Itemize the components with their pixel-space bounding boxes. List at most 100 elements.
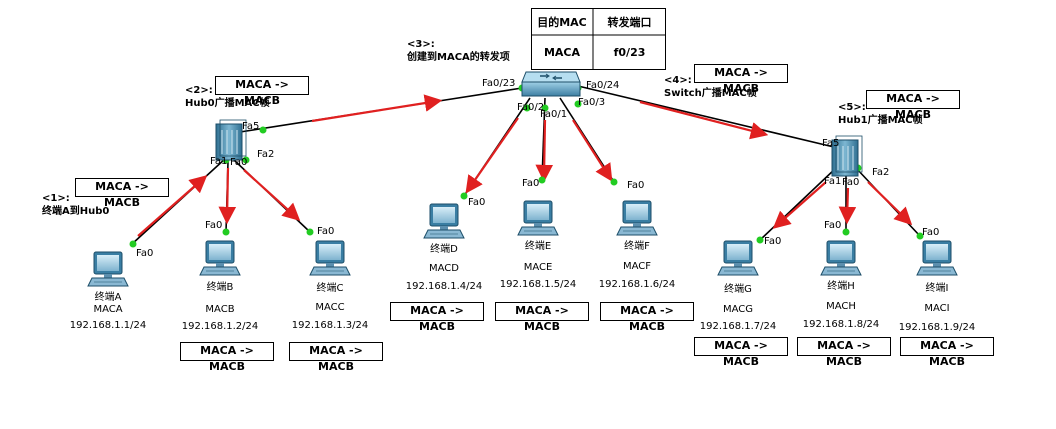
frame-label: MACA -> MACB: [515, 304, 569, 333]
terminal-h-name: 终端H: [827, 279, 855, 292]
arrow-hub1-to-i: [867, 181, 913, 226]
terminal-a-name: 终端A: [95, 290, 122, 303]
switch-port-fa0-24: Fa0/24: [586, 80, 619, 91]
terminal-i-name: 终端I: [926, 281, 949, 294]
switch-port-fa0-1: Fa0/1: [540, 109, 567, 120]
hub1-port-fa5: Fa5: [822, 138, 839, 149]
terminal-b[interactable]: [199, 240, 241, 276]
terminal-f-name: 终端F: [624, 239, 650, 252]
terminal-d-name: 终端D: [430, 242, 458, 255]
terminal-c-mac: MACC: [315, 302, 344, 313]
arrow-switch-to-e: [535, 119, 554, 183]
terminal-c-name: 终端C: [317, 281, 344, 294]
frame-label: MACA -> MACB: [714, 339, 768, 368]
frame-label: MACA -> MACB: [620, 304, 674, 333]
terminal-a[interactable]: [87, 251, 129, 287]
frame-box-i: MACA -> MACB: [900, 337, 994, 368]
hub0-port-fa0: Fa0: [230, 157, 247, 168]
step-4-title: <4>:: [664, 75, 692, 86]
terminal-f-ip: 192.168.1.6/24: [599, 279, 676, 290]
link-hub1-termG: [759, 167, 837, 241]
terminal-e-ip: 192.168.1.5/24: [500, 279, 577, 290]
terminal-h-port: Fa0: [824, 220, 841, 231]
step-2-desc: Hub0广播MAC帧: [185, 98, 270, 109]
arrow-hub1-to-h: [838, 187, 857, 225]
arrow-a-to-hub0: [137, 175, 208, 237]
frame-box-step1: MACA -> MACB: [75, 178, 169, 209]
hub0-device[interactable]: [215, 119, 247, 161]
terminal-f[interactable]: [616, 200, 658, 236]
step-3-title: <3>:: [407, 39, 435, 50]
frame-box-f: MACA -> MACB: [600, 302, 694, 333]
frame-label: MACA -> MACB: [817, 339, 871, 368]
terminal-g-port: Fa0: [764, 236, 781, 247]
frame-box-g: MACA -> MACB: [694, 337, 788, 368]
frame-label: MACA -> MACB: [200, 344, 254, 373]
terminal-b-port: Fa0: [205, 220, 222, 231]
switch-port-fa0-2: Fa0/2: [517, 102, 544, 113]
terminal-i[interactable]: [916, 240, 958, 276]
step-4-desc: Switch广播MAC帧: [664, 88, 757, 99]
terminal-c-ip: 192.168.1.3/24: [292, 320, 369, 331]
terminal-d[interactable]: [423, 203, 465, 239]
hub1-port-fa0: Fa0: [842, 177, 859, 188]
step-4: <4>: Switch广播MAC帧: [664, 74, 757, 100]
terminal-h[interactable]: [820, 240, 862, 276]
step-3-desc: 创建到MACA的转发项: [407, 52, 510, 63]
step-2-title: <2>:: [185, 85, 213, 96]
terminal-d-mac: MACD: [429, 263, 459, 274]
terminal-i-port: Fa0: [922, 227, 939, 238]
step-2: <2>: Hub0广播MAC帧: [185, 84, 270, 110]
step-3: <3>: 创建到MACA的转发项: [407, 38, 510, 64]
terminal-e[interactable]: [517, 200, 559, 236]
frame-label: MACA -> MACB: [410, 304, 464, 333]
terminal-g-name: 终端G: [724, 282, 752, 295]
frame-label: MACA -> MACB: [309, 344, 363, 373]
arrow-hub0-to-b: [218, 167, 237, 225]
terminal-b-mac: MACB: [205, 304, 234, 315]
terminal-g-mac: MACG: [723, 304, 753, 315]
arrow-switch-to-hub1: [639, 100, 769, 140]
terminal-g[interactable]: [717, 240, 759, 276]
switch-port-fa0-3: Fa0/3: [578, 97, 605, 108]
mac-table-grid: [531, 8, 666, 70]
frame-label: MACA -> MACB: [235, 78, 289, 107]
terminal-b-ip: 192.168.1.2/24: [182, 321, 259, 332]
switch-device[interactable]: [521, 71, 581, 97]
frame-box-h: MACA -> MACB: [797, 337, 891, 368]
terminal-h-ip: 192.168.1.8/24: [803, 319, 880, 330]
frame-box-step2: MACA -> MACB: [215, 76, 309, 107]
frame-label: MACA -> MACB: [920, 339, 974, 368]
frame-box-d: MACA -> MACB: [390, 302, 484, 333]
frame-label: MACA -> MACB: [714, 66, 768, 95]
terminal-d-port: Fa0: [468, 197, 485, 208]
terminal-i-mac: MACI: [924, 303, 949, 314]
frame-box-e: MACA -> MACB: [495, 302, 589, 333]
mac-table-header-mac: 目的MAC: [537, 16, 587, 29]
hub0-port-fa1: Fa1: [210, 156, 227, 167]
terminal-g-ip: 192.168.1.7/24: [700, 321, 777, 332]
step-5-desc: Hub1广播MAC帧: [838, 115, 923, 126]
hub0-port-fa2: Fa2: [257, 149, 274, 160]
frame-label: MACA -> MACB: [886, 92, 940, 121]
labels: Fa0终端AMACA192.168.1.1/24Fa0终端BMACB192.16…: [70, 78, 976, 333]
terminal-a-port: Fa0: [136, 248, 153, 259]
terminal-c-port: Fa0: [317, 226, 334, 237]
terminal-d-ip: 192.168.1.4/24: [406, 281, 483, 292]
terminal-i-ip: 192.168.1.9/24: [899, 322, 976, 333]
frame-box-step5: MACA -> MACB: [866, 90, 960, 121]
terminal-a-mac: MACA: [93, 304, 122, 315]
hub0-port-fa5: Fa5: [242, 121, 259, 132]
link-switch-hub1: [577, 85, 839, 149]
terminal-f-port: Fa0: [627, 180, 644, 191]
terminal-e-name: 终端E: [525, 239, 551, 252]
arrow-hub1-to-g: [772, 181, 827, 229]
terminal-c[interactable]: [309, 240, 351, 276]
arrow-hub0-to-c: [243, 169, 301, 221]
step-5: <5>: Hub1广播MAC帧: [838, 101, 923, 127]
mac-table-header-port: 转发端口: [607, 16, 652, 29]
hub1-port-fa2: Fa2: [872, 167, 889, 178]
hub1-device[interactable]: [831, 135, 863, 177]
